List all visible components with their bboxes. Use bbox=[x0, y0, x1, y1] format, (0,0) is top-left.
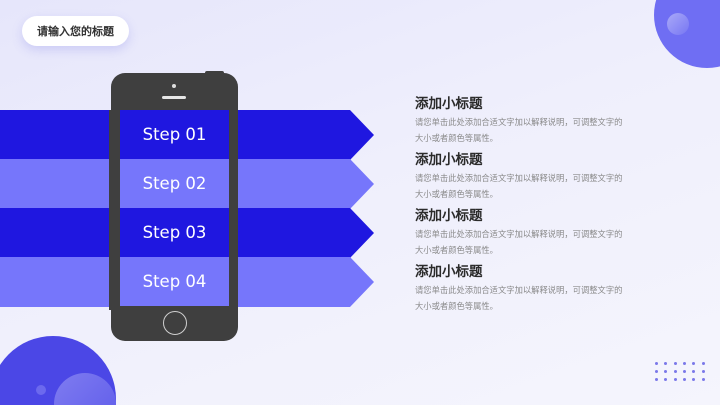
step-1[interactable]: Step 01 bbox=[120, 110, 229, 159]
phone-screen: Step 01 Step 02 Step 03 Step 04 bbox=[120, 110, 229, 306]
description: 请您单击此处添加合适文字加以解释说明，可调整文字的大小或者颜色等属性。 bbox=[415, 285, 623, 311]
phone-camera-icon bbox=[172, 84, 176, 88]
description: 请您单击此处添加合适文字加以解释说明，可调整文字的大小或者颜色等属性。 bbox=[415, 117, 623, 143]
phone-speaker-icon bbox=[162, 96, 186, 99]
slide-title[interactable]: 请输入您的标题 bbox=[22, 16, 129, 46]
step-2[interactable]: Step 02 bbox=[120, 159, 229, 208]
description: 请您单击此处添加合适文字加以解释说明，可调整文字的大小或者颜色等属性。 bbox=[415, 173, 623, 199]
slide-title-text: 请输入您的标题 bbox=[37, 25, 114, 38]
description: 请您单击此处添加合适文字加以解释说明，可调整文字的大小或者颜色等属性。 bbox=[415, 229, 623, 255]
step-4[interactable]: Step 04 bbox=[120, 257, 229, 306]
phone-home-button-icon bbox=[163, 311, 187, 335]
phone-side-edge bbox=[109, 110, 112, 310]
subtitle: 添加小标题 bbox=[415, 96, 483, 112]
decorative-dot-grid bbox=[652, 359, 708, 383]
decorative-dot-bottom-left bbox=[36, 385, 46, 395]
decorative-circle-small-top-right bbox=[667, 13, 689, 35]
text-block-4[interactable]: 添加小标题 请您单击此处添加合适文字加以解释说明，可调整文字的大小或者颜色等属性… bbox=[415, 264, 630, 314]
subtitle: 添加小标题 bbox=[415, 152, 483, 168]
text-block-2[interactable]: 添加小标题 请您单击此处添加合适文字加以解释说明，可调整文字的大小或者颜色等属性… bbox=[415, 152, 630, 202]
text-block-3[interactable]: 添加小标题 请您单击此处添加合适文字加以解释说明，可调整文字的大小或者颜色等属性… bbox=[415, 208, 630, 258]
step-3[interactable]: Step 03 bbox=[120, 208, 229, 257]
decorative-circle-top-right bbox=[654, 0, 720, 68]
subtitle: 添加小标题 bbox=[415, 264, 483, 280]
subtitle: 添加小标题 bbox=[415, 208, 483, 224]
text-block-1[interactable]: 添加小标题 请您单击此处添加合适文字加以解释说明，可调整文字的大小或者颜色等属性… bbox=[415, 96, 630, 146]
